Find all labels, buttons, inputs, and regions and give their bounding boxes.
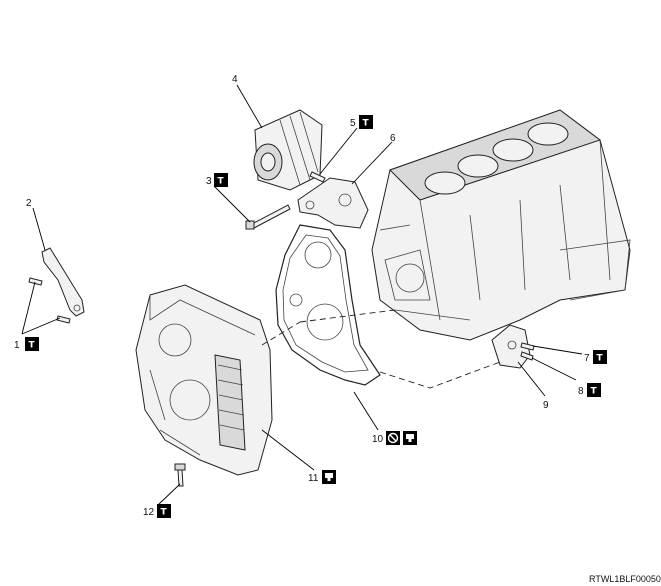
callout-number: 4 (232, 74, 238, 85)
leader-line-7 (532, 345, 583, 355)
callout-number: 6 (390, 133, 396, 144)
bolt-8 (520, 351, 534, 361)
callout-number: 10 (372, 434, 384, 445)
generator (253, 109, 323, 191)
alignment-line (299, 309, 396, 323)
callout-2: 2 (26, 198, 32, 209)
callout-12: 12 T (143, 504, 171, 518)
generator-bracket (297, 177, 369, 229)
callout-number: 12 (143, 507, 155, 518)
callout-number: 5 (350, 118, 356, 129)
callout-9: 9 (543, 400, 549, 411)
callout-number: 11 (308, 473, 319, 484)
alignment-line (379, 361, 501, 389)
leader-line-10 (353, 391, 379, 431)
callout-number: 9 (543, 400, 549, 411)
bolt-12 (174, 463, 186, 487)
callout-number: 1 (14, 340, 20, 351)
front-cover (135, 284, 273, 476)
leader-line-12 (157, 483, 181, 506)
callout-number: 2 (26, 198, 32, 209)
svg-text:T: T (363, 119, 370, 129)
sealant-icon (322, 470, 336, 484)
callout-1: 1 T (14, 337, 39, 351)
sealant-icon (403, 431, 417, 445)
leader-line-6 (351, 141, 393, 185)
torque-icon: T (359, 115, 373, 129)
callout-number: 7 (584, 353, 590, 364)
alignment-line (261, 321, 301, 346)
leader-line-1 (21, 281, 61, 335)
bracket-2 (41, 247, 85, 317)
callout-number: 8 (578, 386, 584, 397)
bolt-7 (520, 342, 535, 351)
svg-text:T: T (597, 354, 604, 364)
front-cover-gasket (275, 224, 381, 386)
callout-number: 3 (206, 176, 212, 187)
leader-line-9 (517, 361, 546, 397)
callout-10: 10 (372, 431, 417, 445)
callout-5: 5 T (350, 115, 373, 129)
leader-line-11 (261, 429, 315, 471)
leader-line-8 (531, 357, 577, 381)
cylinder-block (371, 109, 631, 341)
do-not-reuse-icon (386, 431, 400, 445)
callout-8: 8 T (578, 383, 601, 397)
figure-code: RTWL1BLF000501 (589, 574, 661, 584)
svg-text:T: T (29, 341, 36, 351)
svg-text:T: T (591, 387, 598, 397)
leader-line-3 (213, 185, 251, 223)
callout-11: 11 (308, 470, 336, 484)
leader-line-4 (236, 84, 263, 129)
callout-3: 3 T (206, 173, 228, 187)
bolt-1a (28, 277, 43, 286)
svg-text:T: T (161, 508, 168, 518)
bolt-5 (309, 171, 326, 183)
svg-text:T: T (218, 177, 225, 187)
torque-icon: T (25, 337, 39, 351)
torque-icon: T (593, 350, 607, 364)
leader-line-5 (319, 127, 358, 175)
bolt-3 (245, 204, 291, 230)
torque-icon: T (587, 383, 601, 397)
leader-line-2 (32, 207, 46, 251)
torque-icon: T (214, 173, 228, 187)
callout-6: 6 (390, 133, 396, 144)
bolt-1b (56, 315, 71, 324)
callout-7: 7 T (584, 350, 607, 364)
callout-4: 4 (232, 74, 238, 85)
torque-icon: T (157, 504, 171, 518)
